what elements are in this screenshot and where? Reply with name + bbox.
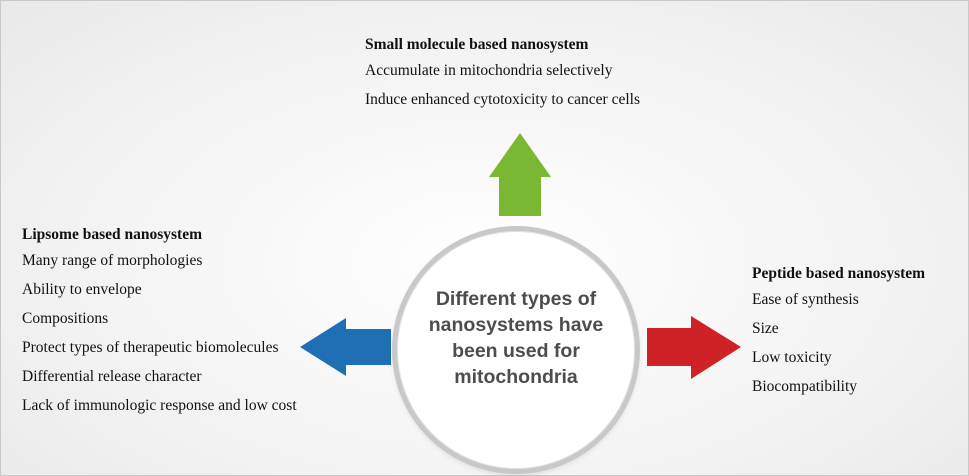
small-molecule-block: Small molecule based nanosystem Accumula… xyxy=(365,36,640,120)
small-molecule-item: Induce enhanced cytotoxicity to cancer c… xyxy=(365,91,640,108)
up-arrow-green xyxy=(489,133,551,216)
center-line: mitochondria xyxy=(454,366,578,388)
liposome-item: Ability to envelope xyxy=(22,281,142,298)
peptide-item: Size xyxy=(752,320,779,337)
liposome-item: Many range of morphologies xyxy=(22,252,203,269)
peptide-item: Low toxicity xyxy=(752,349,832,366)
liposome-item: Differential release character xyxy=(22,368,202,385)
small-molecule-heading: Small molecule based nanosystem xyxy=(365,36,589,53)
peptide-block: Peptide based nanosystem Ease of synthes… xyxy=(752,265,925,407)
liposome-item: Protect types of therapeutic biomolecule… xyxy=(22,339,279,356)
center-label: Different types of nanosystems have been… xyxy=(392,286,640,390)
peptide-item: Ease of synthesis xyxy=(752,291,859,308)
center-line: nanosystems have xyxy=(428,314,604,336)
liposome-item: Compositions xyxy=(22,310,109,327)
peptide-item: Biocompatibility xyxy=(752,378,858,395)
small-molecule-item: Accumulate in mitochondria selectively xyxy=(365,62,613,79)
center-line: been used for xyxy=(452,340,580,362)
liposome-item: Lack of immunologic response and low cos… xyxy=(22,397,297,414)
center-circle xyxy=(392,226,640,474)
left-arrow-blue xyxy=(300,318,391,376)
liposome-block: Lipsome based nanosystem Many range of m… xyxy=(22,226,297,426)
liposome-heading: Lipsome based nanosystem xyxy=(22,226,202,243)
center-line: Different types of xyxy=(435,288,597,310)
peptide-heading: Peptide based nanosystem xyxy=(752,265,926,282)
right-arrow-red xyxy=(647,316,741,379)
